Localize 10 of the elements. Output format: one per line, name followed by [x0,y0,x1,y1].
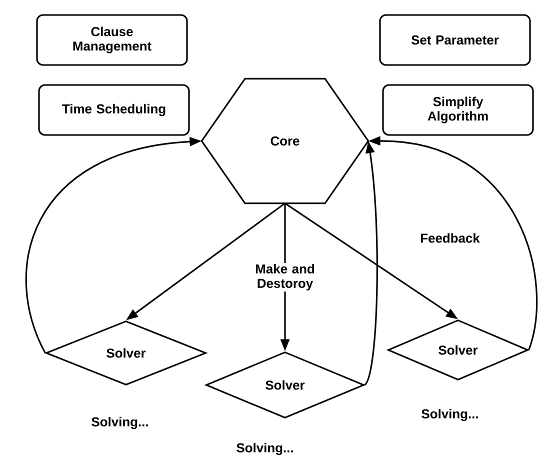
edge-label: Make and Destoroy [248,262,322,292]
process-box: Time Scheduling [38,84,190,136]
status-text: Solving... [422,408,478,422]
core-hexagon: Core [200,78,370,204]
process-box: Simplify Algorithm [382,84,534,136]
feedback-label: Feedback [421,233,480,243]
status-text: Solving... [92,416,148,430]
process-box: Clause Management [36,14,188,66]
status-text: Solving... [236,442,293,456]
process-box: Set Parameter [379,14,531,66]
